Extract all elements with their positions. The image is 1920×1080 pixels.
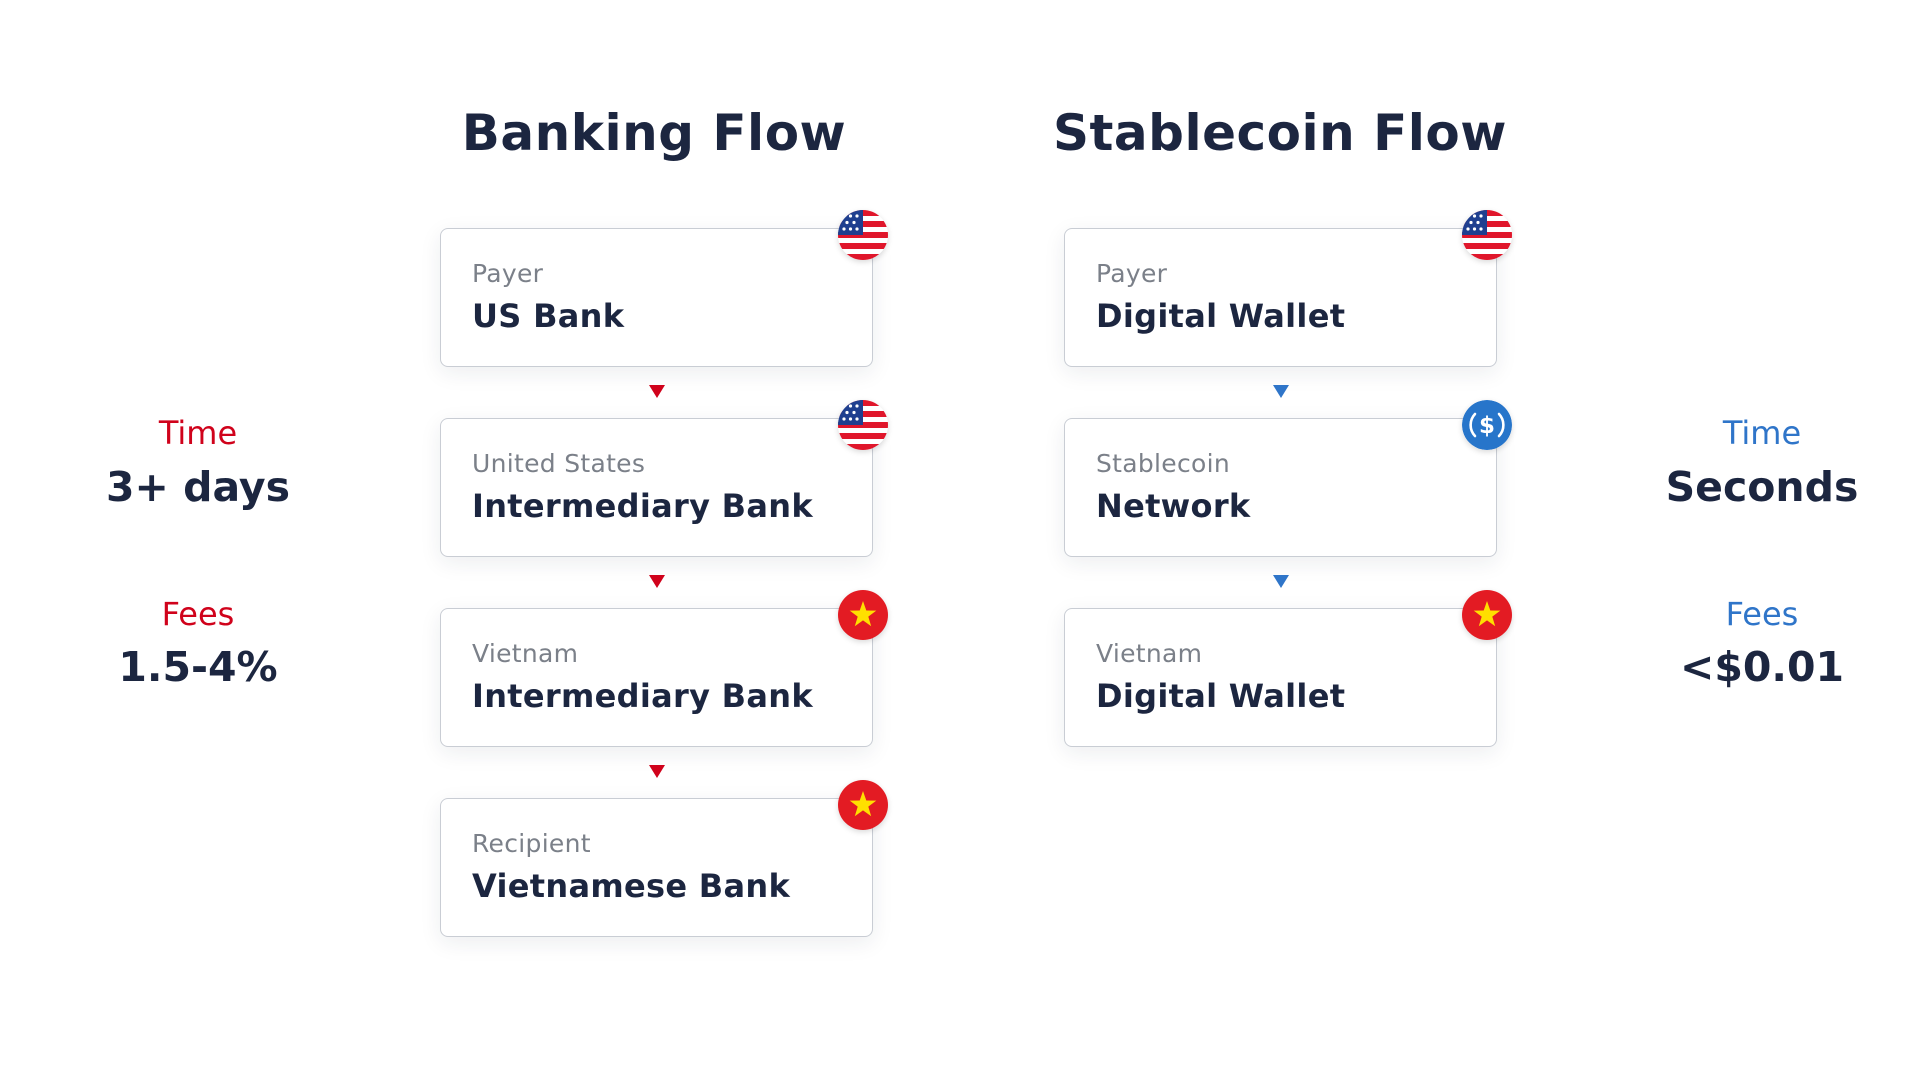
banking-fees-value: 1.5-4% — [118, 643, 278, 691]
step-label: Intermediary Bank — [472, 487, 813, 525]
flow-arrow-down — [649, 575, 665, 588]
stablecoin-fees-label: Fees — [1725, 595, 1799, 633]
banking-step-payer-card: Payer US Bank — [440, 210, 888, 367]
banking-step-us-intermediary-card: United States Intermediary Bank — [440, 400, 888, 557]
step-sublabel: United States — [472, 449, 646, 478]
stablecoin-time-value: Seconds — [1665, 463, 1859, 511]
banking-step-vn-intermediary-card: Vietnam Intermediary Bank — [440, 590, 888, 747]
usd-coin-icon: $ — [1462, 400, 1512, 450]
vietnam-flag-icon — [838, 780, 888, 830]
stablecoin-step-payer-card: Payer Digital Wallet — [1064, 210, 1512, 367]
us-flag-icon — [838, 400, 888, 450]
banking-time-value: 3+ days — [105, 463, 291, 511]
step-sublabel: Vietnam — [1096, 639, 1203, 668]
step-sublabel: Vietnam — [472, 639, 579, 668]
svg-text:$: $ — [1479, 413, 1495, 439]
step-sublabel: Stablecoin — [1096, 449, 1231, 478]
banking-fees-label: Fees — [161, 595, 235, 633]
step-label: Vietnamese Bank — [472, 867, 791, 905]
stablecoin-step-recipient-card: Vietnam Digital Wallet — [1064, 590, 1512, 747]
flow-arrow-down — [1273, 385, 1289, 398]
flow-arrow-down — [1273, 575, 1289, 588]
flow-arrow-down — [649, 765, 665, 778]
step-label: Digital Wallet — [1096, 677, 1346, 715]
step-sublabel: Recipient — [472, 829, 591, 858]
stablecoin-time-label: Time — [1722, 414, 1802, 452]
step-label: Network — [1096, 487, 1251, 525]
us-flag-icon — [838, 210, 888, 260]
us-flag-icon — [1462, 210, 1512, 260]
banking-flow-title: Banking Flow — [461, 104, 847, 162]
stablecoin-fees-value: <$0.01 — [1679, 643, 1845, 691]
vietnam-flag-icon — [1462, 590, 1512, 640]
flow-arrow-down — [649, 385, 665, 398]
stablecoin-step-network-card: Stablecoin Network $ — [1064, 400, 1512, 557]
banking-time-label: Time — [158, 414, 238, 452]
step-label: Digital Wallet — [1096, 297, 1346, 335]
vietnam-flag-icon — [838, 590, 888, 640]
step-sublabel: Payer — [1096, 259, 1168, 288]
step-label: US Bank — [472, 297, 625, 335]
stablecoin-flow-title: Stablecoin Flow — [1053, 104, 1507, 162]
banking-step-recipient-card: Recipient Vietnamese Bank — [440, 780, 888, 937]
step-sublabel: Payer — [472, 259, 544, 288]
step-label: Intermediary Bank — [472, 677, 813, 715]
